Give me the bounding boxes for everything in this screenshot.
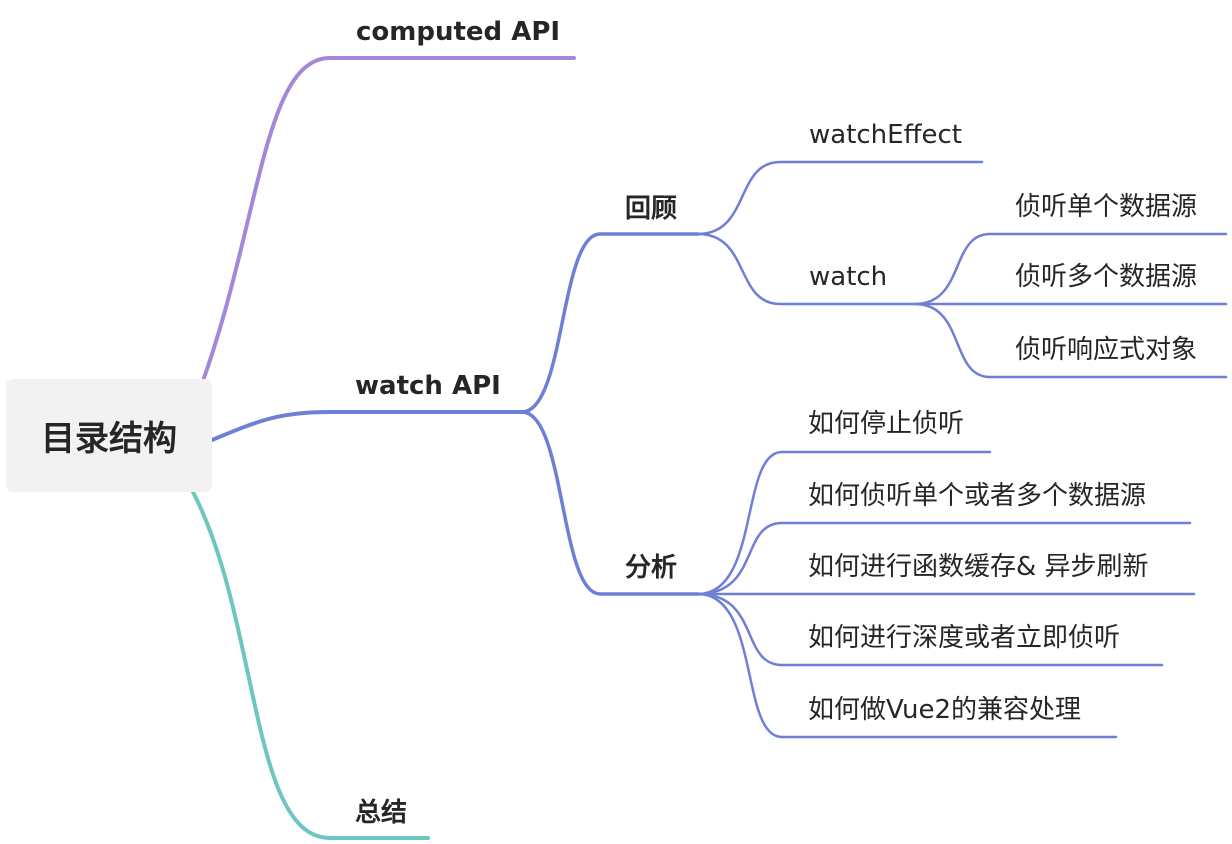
branch-computed-api[interactable]: computed API xyxy=(356,17,561,47)
topic-watch-multi-source[interactable]: 侦听多个数据源 xyxy=(1015,262,1198,292)
connector-review xyxy=(520,232,700,414)
connector-analysis-child-1 xyxy=(696,450,992,596)
connector-watcheffect xyxy=(696,160,984,236)
branch-summary[interactable]: 总结 xyxy=(355,798,408,828)
branch-watch-api[interactable]: watch API xyxy=(355,371,501,401)
topic-watch-single-source[interactable]: 侦听单个数据源 xyxy=(1015,192,1198,222)
connector-computed xyxy=(190,56,576,412)
topic-analysis[interactable]: 分析 xyxy=(625,553,678,583)
connector-watch xyxy=(696,232,917,306)
root-node[interactable]: 目录结构 xyxy=(6,379,212,492)
connector-analysis-child-4 xyxy=(696,592,1164,667)
topic-watcheffect[interactable]: watchEffect xyxy=(809,120,962,150)
topic-deep-immediate[interactable]: 如何进行深度或者立即侦听 xyxy=(808,623,1121,653)
topic-stop-watch[interactable]: 如何停止侦听 xyxy=(808,409,965,439)
topic-cache-async-flush[interactable]: 如何进行函数缓存& 异步刷新 xyxy=(808,552,1149,582)
topic-watch[interactable]: watch xyxy=(809,262,888,292)
connector-watch-child-1 xyxy=(913,232,1228,306)
connector-watch-child-3 xyxy=(913,302,1228,379)
topic-watch-reactive-object[interactable]: 侦听响应式对象 xyxy=(1015,335,1198,365)
connector-watch-api xyxy=(210,410,524,442)
connector-summary xyxy=(190,488,430,840)
topic-vue2-compat[interactable]: 如何做Vue2的兼容处理 xyxy=(808,695,1082,725)
topic-review[interactable]: 回顾 xyxy=(625,194,678,224)
connector-analysis-child-5 xyxy=(696,592,1118,739)
root-node-label: 目录结构 xyxy=(41,419,177,459)
connector-analysis-child-2 xyxy=(696,521,1192,596)
topic-single-or-multi-source[interactable]: 如何侦听单个或者多个数据源 xyxy=(808,481,1147,511)
connector-analysis xyxy=(520,410,700,596)
